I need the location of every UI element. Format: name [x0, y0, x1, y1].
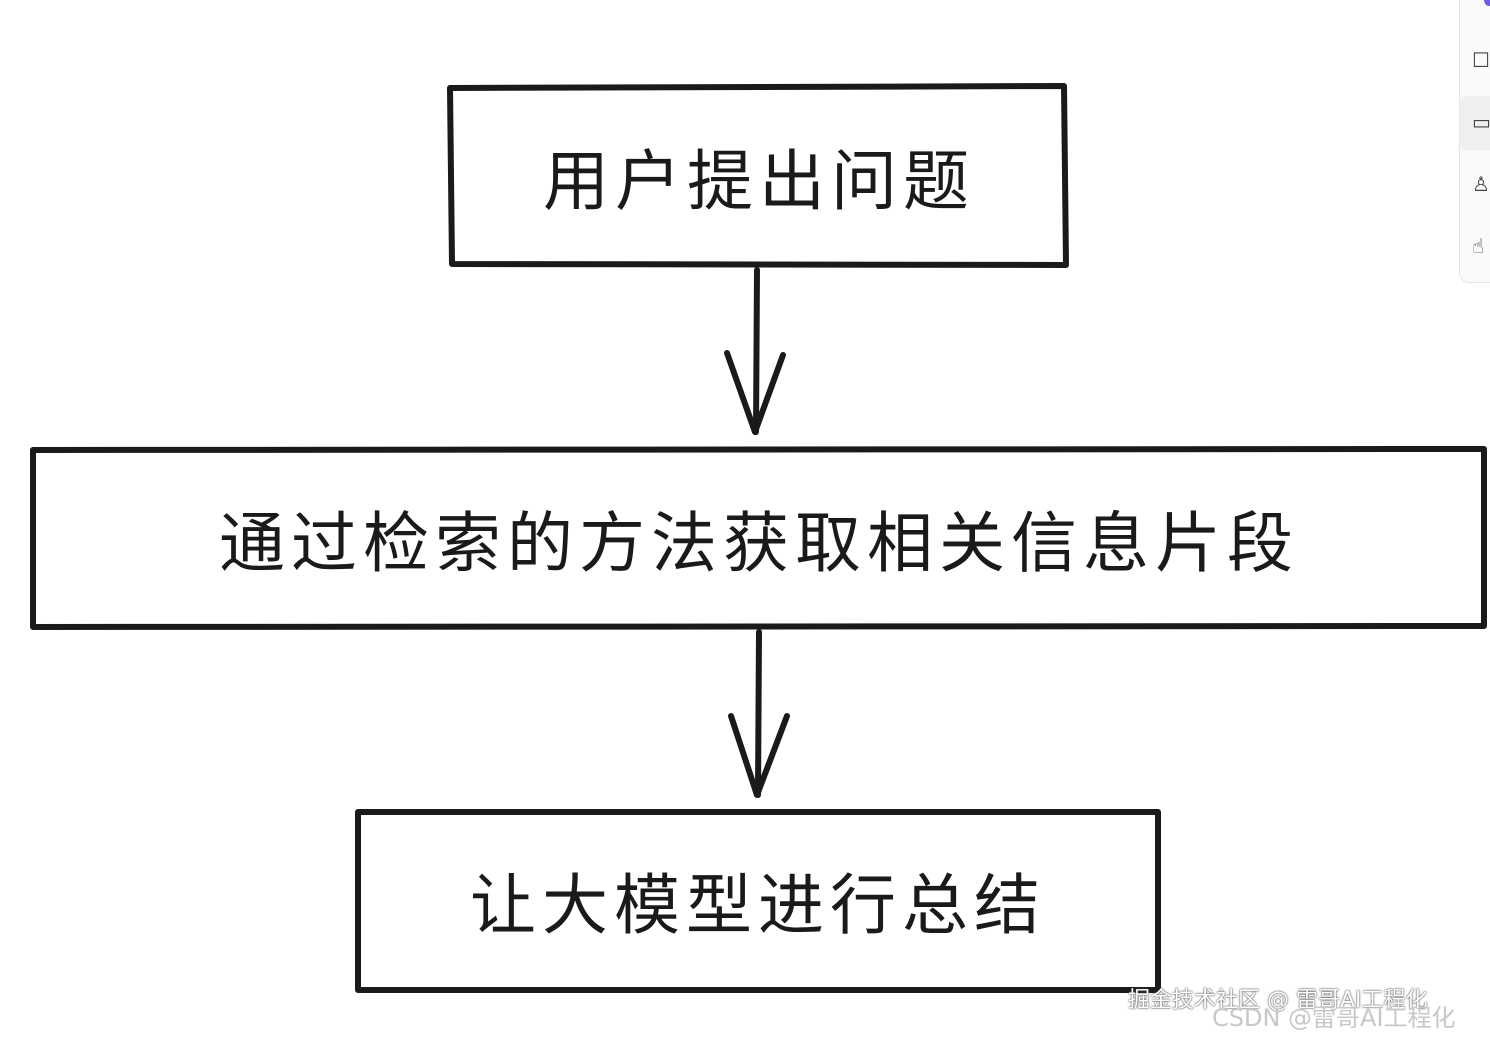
- step-3-label: 让大模型进行总结: [470, 867, 1046, 944]
- thumbs-up-icon[interactable]: ♙: [1472, 172, 1490, 196]
- step-1-label: 用户提出问题: [543, 143, 975, 220]
- comment-icon[interactable]: ▭: [1472, 110, 1490, 134]
- accent-dot: [1484, 0, 1490, 6]
- arrow-1-shaft: [753, 267, 760, 435]
- csdn-watermark: CSDN @雷哥AI工程化: [1212, 1004, 1456, 1032]
- arrow-2-shaft: [755, 629, 762, 798]
- selected-tool-highlight: [1460, 96, 1490, 150]
- hand-icon[interactable]: ☝: [1472, 234, 1485, 258]
- side-toolbar: ☐ ▭ ♙ ☝: [1459, 0, 1490, 283]
- step-1-box[interactable]: [447, 83, 1069, 268]
- step-3-box[interactable]: [355, 809, 1161, 993]
- step-2-box[interactable]: [30, 446, 1487, 630]
- square-icon[interactable]: ☐: [1472, 48, 1490, 72]
- step-2-label: 通过检索的方法获取相关信息片段: [219, 505, 1299, 582]
- arrow-1-head: [724, 350, 786, 435]
- arrow-2-head: [728, 713, 790, 798]
- juejin-watermark: 掘金技术社区 @ 雷哥AI工程化: [1128, 988, 1428, 1013]
